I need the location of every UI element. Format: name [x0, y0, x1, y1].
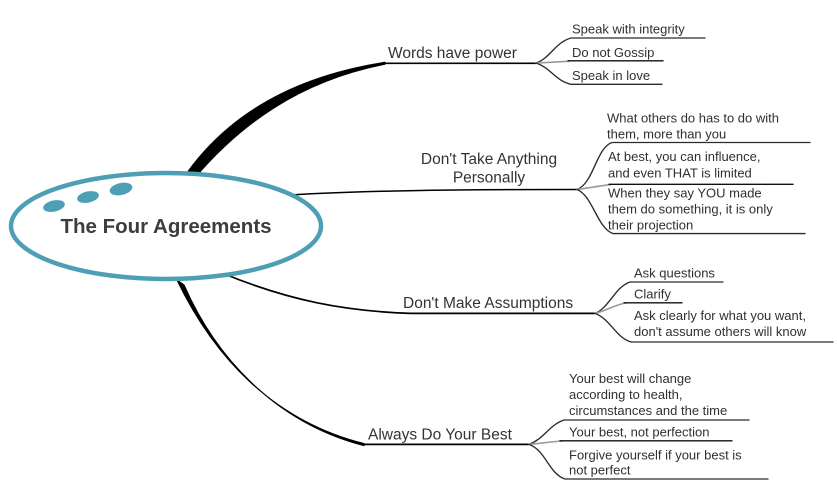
child-topic-line[interactable]: Speak in love	[572, 68, 650, 83]
branch-curve	[221, 272, 595, 315]
child-topic-line[interactable]: Speak with integrity	[572, 22, 685, 37]
accent-dot	[109, 182, 133, 196]
child-topic-line[interactable]: Your best will change	[569, 371, 691, 386]
child-topic-line[interactable]: Ask clearly for what you want,	[634, 308, 806, 323]
center-node-label[interactable]: The Four Agreements	[60, 215, 271, 238]
center-node[interactable]: The Four Agreements	[8, 170, 324, 282]
child-connector-curve	[576, 141, 811, 191]
child-topic-line[interactable]: their projection	[608, 218, 693, 233]
child-connector-curve	[594, 281, 724, 315]
child-connector-curve	[528, 443, 769, 480]
branch-words-have-power: Words have power Speak with integrity Do…	[181, 22, 706, 187]
branch-label[interactable]: Don't Take Anything	[421, 151, 557, 168]
child-connector-curve	[528, 419, 750, 446]
child-topic-line[interactable]: Your best, not perfection	[569, 425, 709, 440]
child-connector-curve	[576, 188, 806, 235]
branch-dont-take-anything-personally: Don't Take Anything Personally What othe…	[281, 111, 811, 235]
child-connector-curve	[535, 60, 570, 64]
child-topic-line[interactable]: according to health,	[569, 387, 682, 402]
child-topic-line[interactable]: Forgive yourself if your best is	[569, 448, 742, 463]
branch-label[interactable]: Personally	[453, 170, 526, 187]
child-topic-line[interactable]: not perfect	[569, 463, 631, 478]
child-topic-line[interactable]: them, more than you	[607, 127, 726, 142]
child-connector-curve	[535, 62, 663, 85]
branch-label[interactable]: Always Do Your Best	[368, 427, 513, 444]
child-connector-curve	[576, 183, 612, 191]
branch-curve	[281, 188, 578, 197]
branch-curve	[181, 61, 386, 187]
branch-label[interactable]: Don't Make Assumptions	[403, 295, 573, 312]
accent-dot	[43, 200, 65, 212]
child-topic-line[interactable]: Clarify	[634, 286, 671, 301]
child-topic-line[interactable]: and even THAT is limited	[608, 165, 752, 180]
branch-dont-make-assumptions: Don't Make Assumptions Ask questions Cla…	[221, 266, 834, 343]
child-topic-line[interactable]: When they say YOU made	[608, 186, 762, 201]
child-topic-line[interactable]: At best, you can influence,	[608, 149, 760, 164]
child-topic-line[interactable]: Do not Gossip	[572, 45, 654, 60]
accent-dot	[77, 191, 99, 203]
child-connector-curve	[535, 37, 706, 64]
branch-always-do-your-best: Always Do Your Best Your best will chang…	[176, 279, 769, 480]
child-topic-line[interactable]: them do something, it is only	[608, 202, 773, 217]
child-connector-curve	[594, 302, 627, 315]
child-connector-curve	[594, 312, 834, 343]
child-topic-line[interactable]: Ask questions	[634, 266, 715, 281]
branch-curve	[176, 279, 365, 447]
branch-label[interactable]: Words have power	[388, 45, 517, 62]
child-topic-line[interactable]: What others do has to do with	[607, 111, 779, 126]
child-connector-curve	[528, 440, 563, 446]
child-topic-line[interactable]: don't assume others will know	[634, 324, 807, 339]
child-topic-line[interactable]: circumstances and the time	[569, 403, 727, 418]
